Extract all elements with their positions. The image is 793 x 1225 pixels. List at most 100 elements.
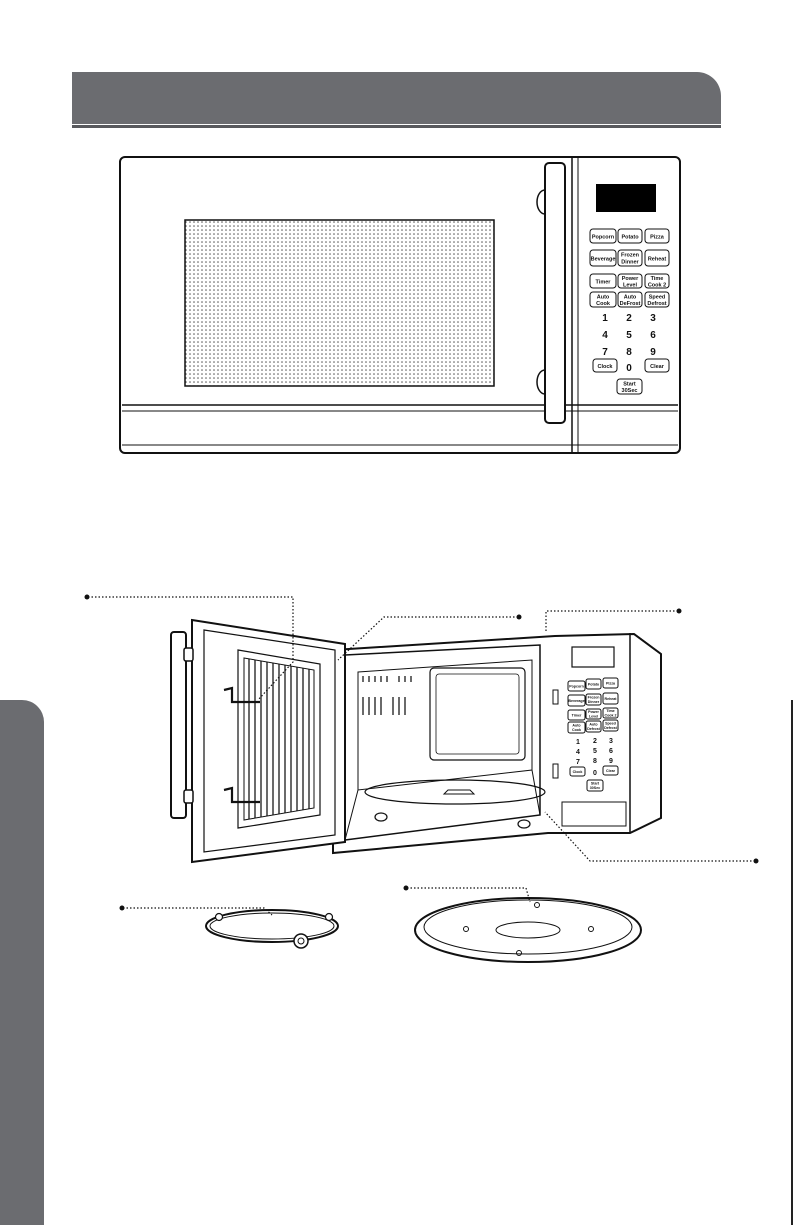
open-clear-button[interactable]: Clear xyxy=(602,765,619,776)
svg-text:Cook 2: Cook 2 xyxy=(648,283,666,289)
front-button-0[interactable]: Popcorn xyxy=(589,228,617,244)
callout-door-line xyxy=(88,596,294,701)
open-microwave xyxy=(170,618,662,864)
svg-text:Clock: Clock xyxy=(573,770,583,774)
open-digit-8[interactable]: 8 xyxy=(593,758,597,765)
svg-text:Start: Start xyxy=(591,782,600,786)
front-digit-9[interactable]: 9 xyxy=(650,347,656,358)
svg-text:Auto: Auto xyxy=(624,295,637,301)
front-clear-button[interactable]: Clear xyxy=(644,358,670,373)
svg-text:Time: Time xyxy=(606,709,614,713)
svg-text:Potato: Potato xyxy=(621,235,639,241)
open-clock-button[interactable]: Clock xyxy=(569,766,586,777)
svg-text:Pizza: Pizza xyxy=(606,682,616,686)
front-button-5[interactable]: Reheat xyxy=(644,249,670,267)
open-digit-7[interactable]: 7 xyxy=(576,759,580,766)
open-button-5[interactable]: Reheat xyxy=(602,692,619,705)
open-digit-3[interactable]: 3 xyxy=(609,738,613,745)
open-button-1[interactable]: Potato xyxy=(585,678,602,690)
svg-text:Clock: Clock xyxy=(598,364,614,370)
svg-text:Auto: Auto xyxy=(572,724,581,728)
front-digit-3[interactable]: 3 xyxy=(650,313,656,324)
svg-text:Auto: Auto xyxy=(589,723,598,727)
front-digit-4[interactable]: 4 xyxy=(602,330,608,341)
svg-text:Auto: Auto xyxy=(597,295,610,301)
callout-panel-line xyxy=(545,610,678,632)
callout-latch-line xyxy=(337,616,518,661)
open-digit-1[interactable]: 1 xyxy=(576,739,580,746)
callout-body-line xyxy=(544,811,755,862)
front-digit-0[interactable]: 0 xyxy=(626,363,632,374)
front-digit-2[interactable]: 2 xyxy=(626,313,632,324)
svg-text:Defrost: Defrost xyxy=(647,301,666,307)
svg-text:Timer: Timer xyxy=(596,280,612,286)
open-digit-9[interactable]: 9 xyxy=(609,758,613,765)
front-clock-button[interactable]: Clock xyxy=(592,358,618,373)
front-microwave xyxy=(119,156,681,454)
svg-text:Potato: Potato xyxy=(588,683,600,687)
svg-text:Cook: Cook xyxy=(572,728,581,732)
open-display xyxy=(571,646,615,668)
open-digit-5[interactable]: 5 xyxy=(593,748,597,755)
side-tab xyxy=(0,700,44,1225)
header-rule xyxy=(72,125,721,128)
callout-tray-line xyxy=(407,887,531,903)
svg-text:Frozen: Frozen xyxy=(588,696,600,700)
front-digit-8[interactable]: 8 xyxy=(626,347,632,358)
svg-text:Timer: Timer xyxy=(572,714,582,718)
svg-text:Power: Power xyxy=(622,276,639,282)
svg-text:Defrost: Defrost xyxy=(587,727,600,731)
front-handle xyxy=(544,162,566,424)
open-digit-0[interactable]: 0 xyxy=(593,770,597,777)
front-digit-6[interactable]: 6 xyxy=(650,330,656,341)
front-display xyxy=(596,184,656,212)
svg-text:Popcorn: Popcorn xyxy=(592,235,615,241)
svg-text:Cook: Cook xyxy=(596,301,611,307)
svg-text:Time: Time xyxy=(651,276,664,282)
svg-text:Speed: Speed xyxy=(605,722,616,726)
svg-text:Defrost: Defrost xyxy=(604,726,617,730)
section-header-bar xyxy=(72,72,721,128)
front-digit-7[interactable]: 7 xyxy=(602,347,608,358)
open-button-3[interactable]: Beverage xyxy=(567,694,586,707)
svg-text:Level: Level xyxy=(589,715,598,719)
open-button-6[interactable]: Timer xyxy=(567,709,586,721)
front-digit-1[interactable]: 1 xyxy=(602,313,608,324)
front-button-1[interactable]: Potato xyxy=(617,228,643,244)
front-button-3[interactable]: Beverage xyxy=(589,249,617,267)
open-digit-6[interactable]: 6 xyxy=(609,748,613,755)
glass-turntable xyxy=(414,897,642,963)
front-button-2[interactable]: Pizza xyxy=(644,228,670,244)
callout-ring-line xyxy=(123,907,273,916)
open-digit-4[interactable]: 4 xyxy=(576,749,580,756)
svg-text:Pizza: Pizza xyxy=(650,235,665,241)
svg-text:Beverage: Beverage xyxy=(591,257,616,263)
open-button-2[interactable]: Pizza xyxy=(602,677,619,689)
front-button-6[interactable]: Timer xyxy=(589,273,617,289)
front-digit-5[interactable]: 5 xyxy=(626,330,632,341)
open-button-0[interactable]: Popcorn xyxy=(567,680,586,692)
svg-text:Beverage: Beverage xyxy=(568,699,584,703)
svg-text:Popcorn: Popcorn xyxy=(569,685,584,689)
svg-text:DeFrost: DeFrost xyxy=(620,301,641,307)
open-digit-2[interactable]: 2 xyxy=(593,738,597,745)
front-control-panel: Popcorn Potato Pizza Beverage FrozenDinn… xyxy=(589,228,670,395)
open-door-handle xyxy=(170,631,187,819)
svg-text:Clear: Clear xyxy=(606,769,616,773)
page-edge-line xyxy=(791,700,793,1225)
